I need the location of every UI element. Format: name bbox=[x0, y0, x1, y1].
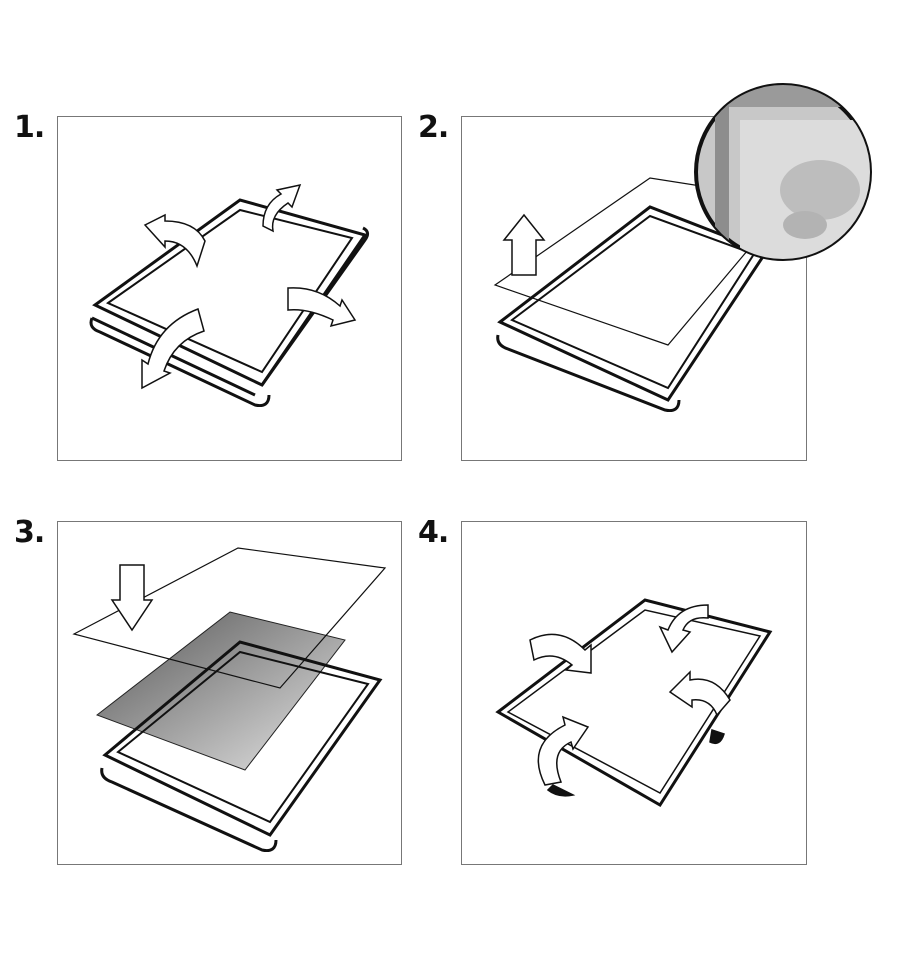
step-3-panel bbox=[57, 521, 402, 865]
step-1-panel bbox=[57, 116, 402, 461]
snap-frame-closed bbox=[495, 598, 773, 808]
open-arrow-icons bbox=[141, 183, 357, 390]
up-arrow-icon bbox=[502, 213, 546, 276]
step-2-label: 2. bbox=[418, 110, 449, 145]
step-1-label: 1. bbox=[14, 110, 45, 145]
step-3-label: 3. bbox=[14, 515, 45, 550]
detail-inset-photo bbox=[694, 83, 872, 261]
close-arrow-icons bbox=[529, 604, 731, 797]
step-4-label: 4. bbox=[418, 515, 449, 550]
down-arrow-icon bbox=[110, 564, 154, 632]
clear-cover-sheet bbox=[72, 547, 387, 689]
step-4-panel bbox=[461, 521, 807, 865]
poster-sheet bbox=[95, 611, 346, 771]
snap-frame-step3 bbox=[100, 640, 383, 852]
